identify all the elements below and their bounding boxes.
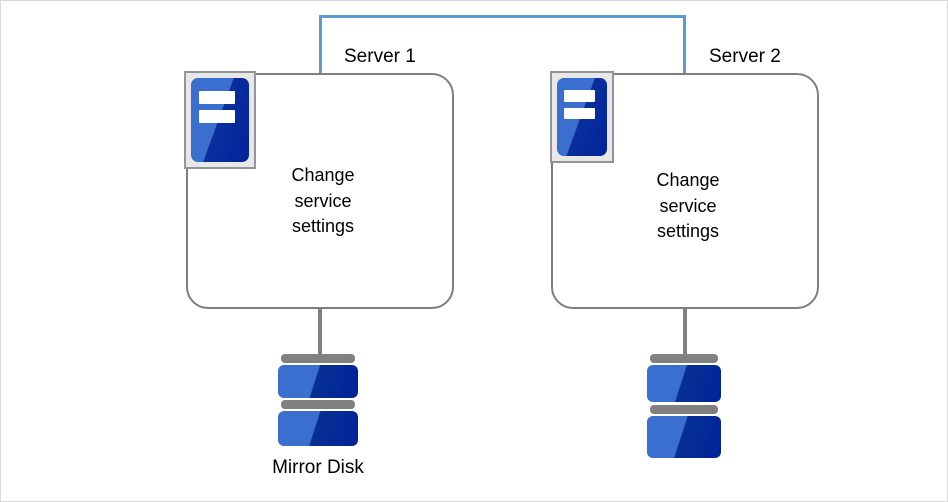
server-1-label: Server 1 (344, 46, 416, 67)
server-2-label: Server 2 (709, 46, 781, 67)
interconnect-link-horizontal (319, 15, 686, 18)
server-2-body-text: Change service settings (656, 170, 720, 242)
server-icon-chassis (557, 78, 607, 156)
server-2-box[interactable]: Change service settings (551, 73, 819, 309)
server-2-disk-connector (683, 309, 687, 358)
disk-plate-top (650, 354, 718, 363)
server-icon-chassis (191, 78, 249, 162)
mirror-disk-1[interactable] (278, 354, 358, 446)
mirror-disk-1-label: Mirror Disk (272, 457, 364, 478)
disk-slab-bottom (278, 411, 358, 446)
disk-plate-middle (650, 405, 718, 414)
server-1-body-text: Change service settings (291, 165, 355, 237)
server-1-disk-connector (318, 309, 322, 358)
server-icon-bar-top (564, 90, 595, 103)
interconnect-link-right-drop (683, 15, 686, 74)
disk-plate-top (281, 354, 355, 363)
interconnect-link-left-drop (319, 15, 322, 74)
disk-slab-bottom (647, 416, 721, 458)
server-icon-bar-top (199, 91, 236, 105)
mirror-disk-2[interactable] (647, 354, 721, 458)
disk-slab-top (278, 365, 358, 398)
server-icon-bar-bottom (199, 109, 236, 123)
server-icon (184, 71, 256, 169)
disk-slab-top (647, 365, 721, 402)
server-icon (550, 71, 614, 163)
disk-plate-middle (281, 400, 355, 409)
server-icon-bar-bottom (564, 107, 595, 120)
